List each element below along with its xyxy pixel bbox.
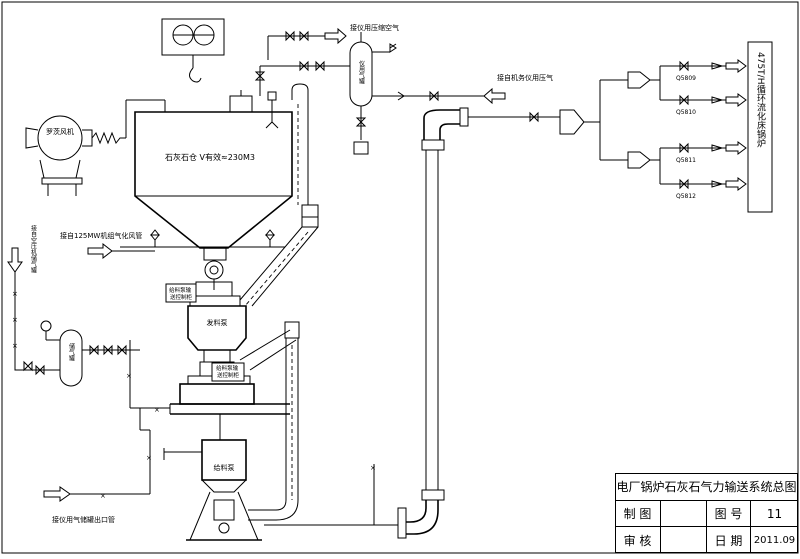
roots-blower-label-l1: 罗茨风机 xyxy=(46,127,74,136)
top-air-note: 接仪用压缩空气 xyxy=(350,23,399,32)
right-air-arrow-icon xyxy=(483,87,506,105)
cross-mark-6: × xyxy=(146,454,152,462)
bottom-note: 接仪用气储罐出口管 xyxy=(52,515,115,524)
boiler-box xyxy=(747,41,773,213)
bottom-pump xyxy=(163,439,262,541)
silo-aeration-valves xyxy=(120,229,285,248)
draw-value xyxy=(661,501,707,527)
cross-mark-4: × xyxy=(126,372,132,380)
fig-label: 图 号 xyxy=(707,501,751,527)
pump2-ctrl-label: 给料泵输 送控制柜 xyxy=(216,364,240,379)
valve-q5812: Q5812 xyxy=(676,193,696,200)
silo-top-valve-icon xyxy=(254,71,266,81)
roots-blower xyxy=(25,99,166,196)
date-value: 2011.09 xyxy=(753,534,796,546)
fluidize-note: 接自125MW机组气化风管 xyxy=(60,231,142,240)
cross-mark-8: × xyxy=(370,464,376,472)
compressor-note: 接自空压机储气罐 xyxy=(30,224,37,274)
compressor-arrow-icon xyxy=(7,247,23,273)
limestone-silo xyxy=(134,90,293,290)
cross-mark-7: × xyxy=(100,492,106,500)
top-air-arrow-icon xyxy=(324,27,347,45)
pump1-ctrl-l1: 给料泵输 xyxy=(169,286,192,294)
pump1-ctrl-label: 给料泵输 送控制柜 xyxy=(169,286,193,301)
cross-mark-1: × xyxy=(12,290,18,298)
pump2-ctrl-l2: 送控制柜 xyxy=(217,371,240,379)
right-air-note: 接自机务仪用压气 xyxy=(497,73,553,82)
feed-pump-2 xyxy=(169,375,290,440)
main-conveying-line xyxy=(397,107,560,539)
cross-mark-2: × xyxy=(12,316,18,324)
pump1-ctrl-l2: 送控制柜 xyxy=(170,293,193,301)
date-label: 日 期 xyxy=(707,527,751,553)
draw-label: 制 图 xyxy=(615,501,661,527)
distributor xyxy=(559,59,747,191)
fluidize-arrow-icon xyxy=(87,242,113,260)
air-tank-label: 储气罐 xyxy=(68,342,75,362)
sampler-inlet-valve-icon xyxy=(299,60,325,72)
top-valve-icon xyxy=(285,30,309,42)
feed-pump-1 xyxy=(187,281,247,377)
bottom-pump-label: 给料泵 xyxy=(214,463,235,472)
cross-mark-5: × xyxy=(154,406,160,414)
pump1-label: 发料泵 xyxy=(207,318,228,327)
boiler-label: 475T/H循环流化床锅炉 xyxy=(755,52,766,148)
title-block-title: 电厂锅炉石灰石气力输送系统总图 xyxy=(615,473,798,501)
bottom-air-arrow-icon xyxy=(43,486,71,502)
pump2-ctrl-box xyxy=(211,362,245,382)
cross-mark-3: × xyxy=(12,342,18,350)
right-air-valve-icon xyxy=(429,90,439,102)
valve-q5810: Q5810 xyxy=(676,109,696,116)
pump2-ctrl-l1: 给料泵输 xyxy=(216,364,239,372)
check-label: 审 核 xyxy=(615,527,661,553)
sampler-tank xyxy=(349,32,397,155)
roots-blower-label: 罗茨风机 xyxy=(46,127,74,136)
air-receiver-tank xyxy=(40,320,170,409)
valve-q5811: Q5811 xyxy=(676,157,696,164)
pump1-ctrl-box xyxy=(165,283,197,303)
check-value xyxy=(661,527,707,553)
sampler-tank-label: 仪用气罐 xyxy=(358,60,365,85)
silo-label: 石灰石仓 V有效≈230M3 xyxy=(165,152,255,162)
fig-value: 11 xyxy=(751,501,798,527)
branch-pipe xyxy=(239,321,300,521)
hoist-icon xyxy=(161,18,225,83)
discharge-pipe xyxy=(239,83,319,307)
valve-q5809: Q5809 xyxy=(676,75,696,82)
